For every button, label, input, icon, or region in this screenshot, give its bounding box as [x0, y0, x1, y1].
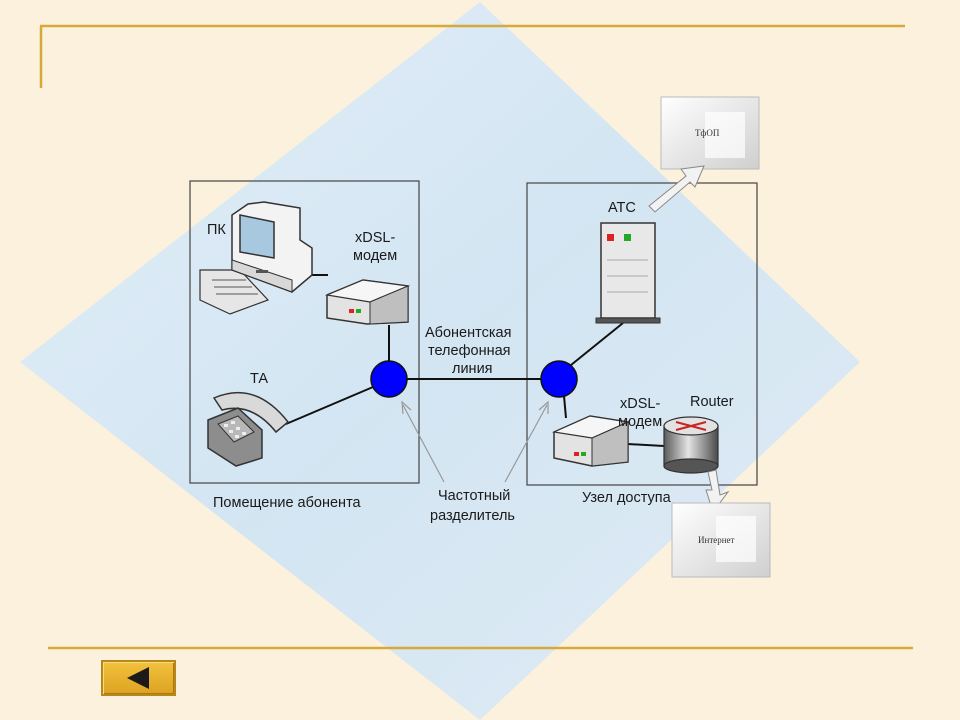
xdsl-modem-right-icon: [551, 415, 631, 467]
internet-label: Интернет: [698, 535, 735, 545]
phone-label: ТА: [250, 371, 269, 387]
premises-label: Помещение абонента: [213, 495, 361, 511]
splitter-left: [370, 360, 408, 398]
pstn-arrow: [648, 165, 705, 213]
xdsl-modem-left-icon: [324, 279, 411, 325]
back-button[interactable]: [101, 660, 176, 696]
left-arrow-icon: [127, 667, 149, 689]
pc-icon: [199, 201, 313, 315]
modem-right-label-line2: модем: [618, 414, 663, 430]
pc-label: ПК: [207, 222, 226, 238]
subscriber-premises-box: [189, 180, 420, 484]
internet-arrow: [705, 469, 730, 514]
background-diamond: [20, 2, 860, 720]
access-node-box: [526, 182, 758, 486]
internet-cloud: [671, 502, 771, 578]
router-label: Router: [690, 394, 734, 410]
splitter-right: [540, 360, 578, 398]
access-node-label: Узел доступа: [582, 490, 671, 506]
atc-label: АТС: [608, 200, 636, 216]
router-icon: [663, 416, 719, 474]
connection-lines: [285, 274, 665, 447]
modem-left-label-line1: xDSL-: [355, 230, 396, 246]
atc-icon: [595, 222, 661, 324]
splitter-label-line1: Частотный: [438, 488, 511, 504]
telephone-icon: [207, 391, 290, 467]
splitter-pointers: [401, 400, 549, 483]
modem-right-label-line1: xDSL-: [620, 396, 661, 412]
modem-left-label-line2: модем: [353, 248, 398, 264]
line-label-line1: Абонентская: [425, 325, 512, 341]
line-label-line2: телефонная: [428, 343, 511, 359]
pstn-cloud: [660, 96, 760, 170]
splitter-label-line2: разделитель: [430, 508, 515, 524]
gold-frame: [39, 24, 913, 650]
line-label-line3: линия: [452, 361, 493, 377]
pstn-label: ТфОП: [695, 128, 720, 138]
